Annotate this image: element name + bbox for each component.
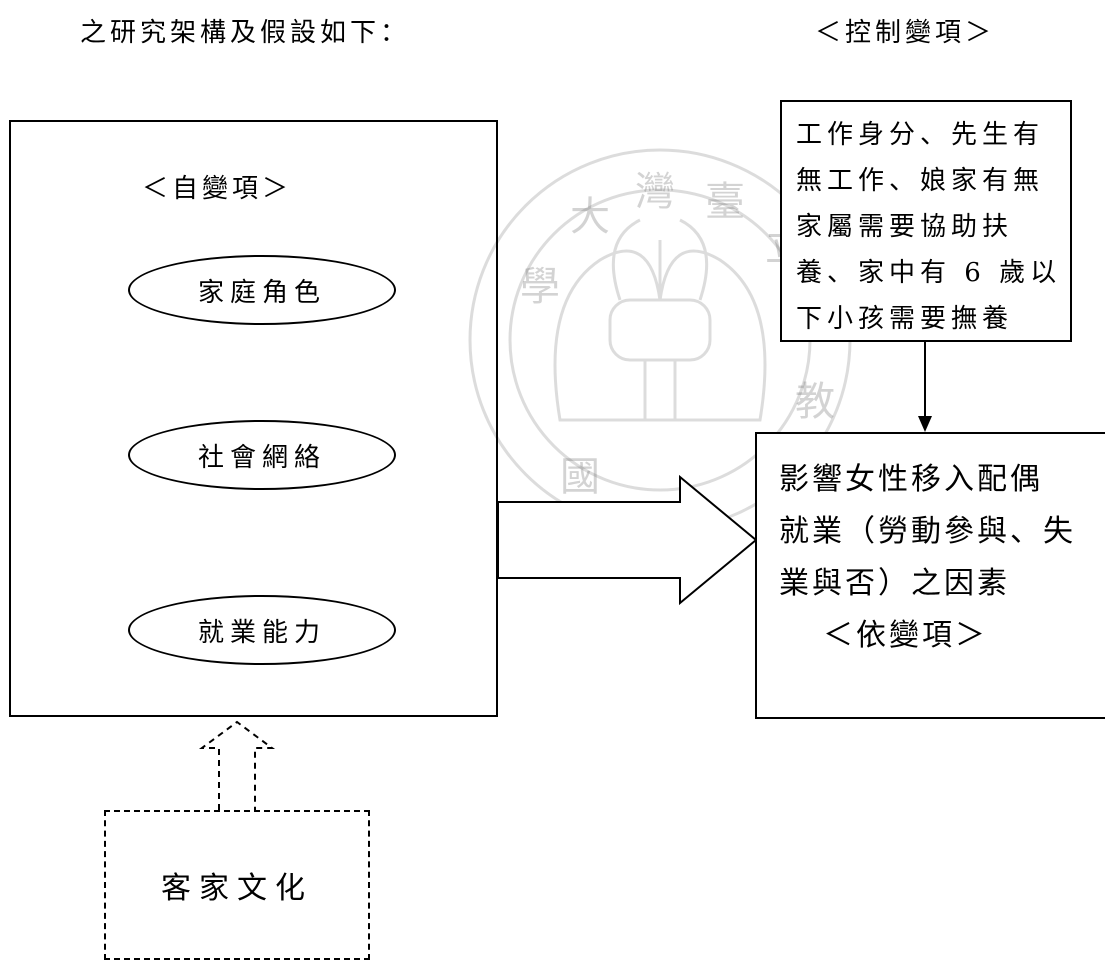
watermark-char: 學: [520, 264, 560, 310]
dependent-variable-box: 影響女性移入配偶 就業（勞動參與、失 業與否）之因素 ＜依變項＞: [755, 432, 1105, 719]
main-effect-arrow: [497, 474, 758, 606]
control-variable-box: 工作身分、先生有 無工作、娘家有無 家屬需要協助扶 養、家中有 6 歲以 下小孩…: [780, 100, 1072, 342]
dependent-variable-label: ＜依變項＞: [823, 618, 988, 653]
independent-variables-box: [9, 120, 498, 717]
control-arrow-head: [918, 416, 932, 432]
control-variable-heading: ＜控制變項＞: [815, 18, 996, 48]
moderator-arrow: [198, 720, 276, 810]
variable-label: 家庭角色: [197, 277, 326, 308]
control-variable-line: 養、家中有 6 歲以: [796, 258, 1062, 288]
control-variable-line: 家屬需要協助扶: [796, 212, 1014, 242]
watermark-char: 灣: [635, 169, 675, 215]
variable-oval-family-role: 家庭角色: [128, 255, 396, 325]
variable-label: 就業能力: [197, 617, 326, 648]
dependent-variable-line: 業與否）之因素: [779, 566, 1010, 601]
moderator-culture-box: 客家文化: [104, 810, 370, 960]
variable-oval-employability: 就業能力: [128, 595, 396, 665]
watermark-char: 大: [570, 194, 610, 240]
moderator-label: 客家文化: [161, 871, 313, 906]
control-variable-line: 無工作、娘家有無: [796, 166, 1045, 196]
variable-oval-social-network: 社會網絡: [128, 420, 396, 490]
control-variable-line: 下小孩需要撫養: [796, 304, 1014, 334]
intro-text: 之研究架構及假設如下：: [80, 18, 411, 48]
watermark-char: 教: [795, 379, 835, 425]
control-variable-line: 工作身分、先生有: [796, 120, 1045, 150]
variable-label: 社會網絡: [197, 442, 326, 473]
watermark-char: 國: [560, 454, 600, 500]
independent-variables-heading: ＜自變項＞: [142, 174, 293, 204]
watermark-char: 臺: [705, 179, 745, 225]
dependent-variable-line: 影響女性移入配偶: [779, 462, 1043, 497]
dependent-variable-line: 就業（勞動參與、失: [779, 514, 1076, 549]
